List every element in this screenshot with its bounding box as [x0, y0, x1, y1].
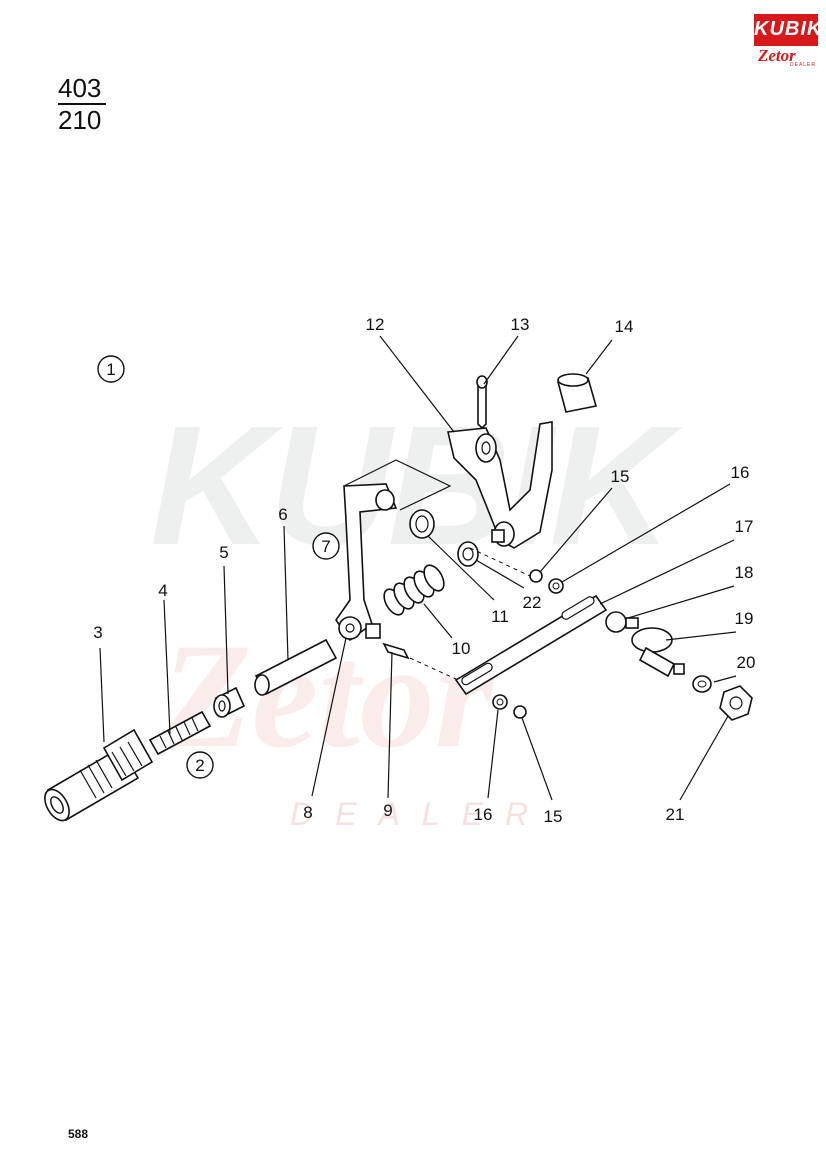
svg-text:7: 7	[321, 537, 330, 556]
watermark-kubik: KUBIK	[150, 391, 672, 581]
part-17-link-bar	[454, 547, 608, 696]
part-18-bolt	[605, 611, 639, 633]
callout-8: 8	[303, 803, 312, 822]
part-11-washer	[409, 509, 435, 539]
part-16-washer-lower	[492, 694, 508, 710]
callout-16-lower: 16	[474, 805, 493, 824]
callout-5: 5	[219, 543, 228, 562]
group-number-top: 403	[58, 73, 102, 103]
part-13-split-pin	[476, 375, 488, 430]
kubik-zetor-logo: KUBIK Zetor DEALER	[754, 14, 823, 70]
callout-17: 17	[735, 517, 754, 536]
callout-13: 13	[511, 315, 530, 334]
fraction-bar	[58, 103, 106, 105]
logo-dealer-text: DEALER	[790, 62, 817, 68]
callout-16-upper: 16	[731, 463, 750, 482]
page-number: 588	[68, 1127, 89, 1141]
callout-4: 4	[158, 581, 167, 600]
part-3-threaded-body	[44, 728, 154, 822]
part-10-spring	[383, 564, 445, 616]
part-21-hex-nut	[719, 685, 753, 721]
part-19-ball-joint	[631, 627, 685, 678]
part-5-bush	[213, 686, 246, 718]
callout-15-upper: 15	[611, 467, 630, 486]
part-16-washer-upper	[548, 578, 564, 594]
svg-text:1: 1	[106, 360, 115, 379]
part-12-upper-lever	[447, 421, 553, 549]
callout-3: 3	[93, 623, 102, 642]
part-6-pin	[254, 638, 338, 696]
callout-22: 22	[523, 593, 542, 612]
callout-21: 21	[666, 805, 685, 824]
leader-lines	[99, 335, 737, 801]
part-20-washer	[692, 675, 712, 693]
part-9-screw	[382, 642, 459, 681]
callout-19: 19	[735, 609, 754, 628]
callout-15-lower: 15	[544, 807, 563, 826]
logo-kubik-text: KUBIK	[754, 18, 823, 40]
callout-10: 10	[452, 639, 471, 658]
part-7-lever	[335, 459, 452, 642]
svg-text:2: 2	[195, 756, 204, 775]
group-number: 403 210	[58, 74, 110, 134]
callout-7: 7	[312, 532, 340, 560]
callout-6: 6	[278, 505, 287, 524]
part-22-washer	[457, 541, 479, 567]
part-14-sleeve	[556, 373, 598, 413]
logo-red-band	[754, 14, 818, 46]
part-15-nut-lower	[513, 705, 527, 719]
logo-zetor-text: Zetor	[758, 46, 796, 65]
callout-1: 1	[97, 355, 125, 383]
callout-18: 18	[735, 563, 754, 582]
callout-12: 12	[366, 315, 385, 334]
callout-9: 9	[383, 801, 392, 820]
callout-14: 14	[615, 317, 634, 336]
callout-2: 2	[186, 751, 214, 779]
watermark-dealer: DEALER	[290, 796, 551, 832]
part-4-threaded-pin	[148, 710, 212, 756]
callout-20: 20	[737, 653, 756, 672]
callout-11: 11	[491, 607, 509, 626]
group-number-bottom: 210	[58, 105, 102, 135]
